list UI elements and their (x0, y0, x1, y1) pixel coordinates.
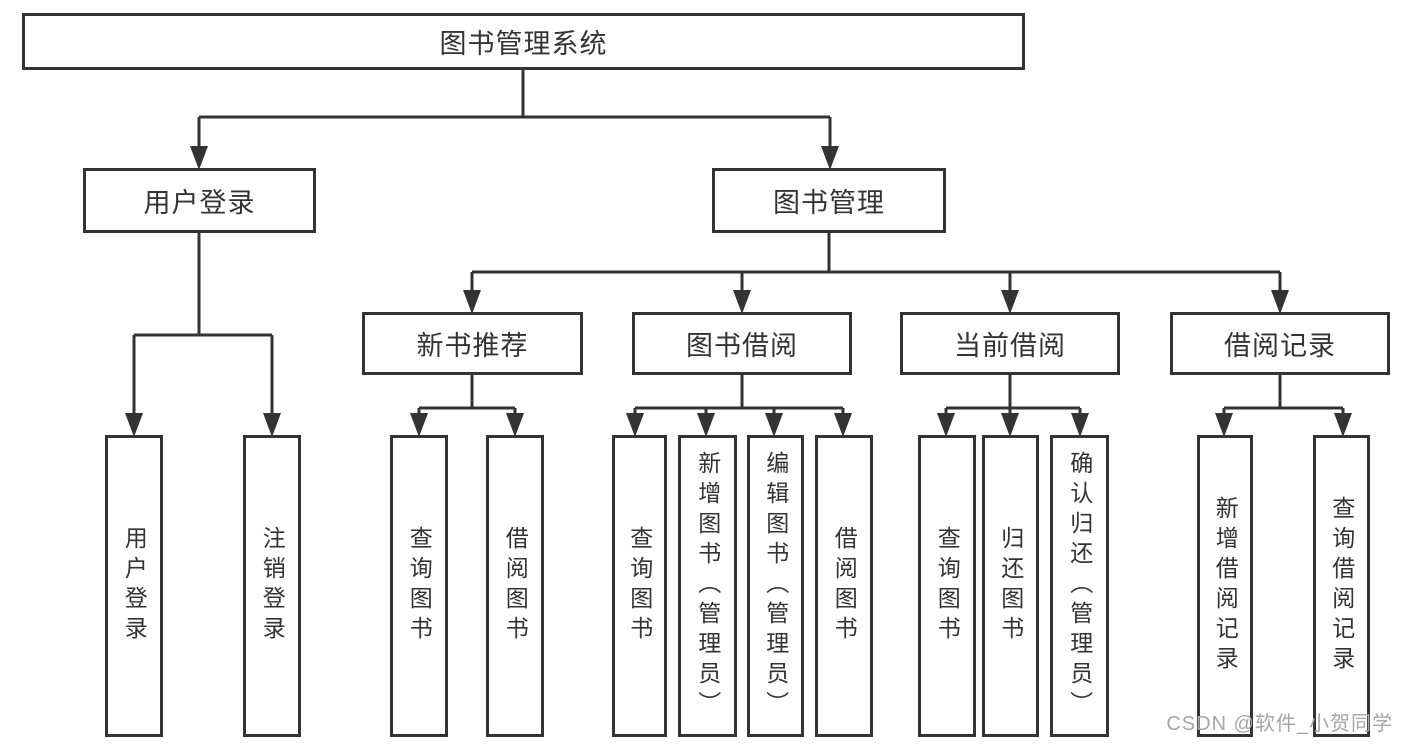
leaf-user-login-label: 用户登录 (121, 526, 148, 646)
edge-new-book-recommend (417, 375, 517, 425)
node-current-borrowing: 当前借阅 (900, 312, 1120, 375)
arrowhead (1071, 413, 1089, 437)
arrowhead (937, 413, 955, 437)
arrowhead (834, 413, 852, 437)
arrowhead (697, 413, 715, 437)
node-book-management: 图书管理 (712, 168, 946, 233)
node-book-borrowing-label: 图书借阅 (686, 331, 798, 361)
edge-book-management (470, 233, 1282, 300)
leaf-logout: 注销登录 (243, 435, 301, 737)
node-borrowing-records-label: 借阅记录 (1224, 331, 1336, 361)
leaf-query-books-current-label: 查询图书 (934, 526, 961, 646)
csdn-watermark: CSDN @软件_小贺同学 (1166, 713, 1393, 735)
leaf-add-books-admin-label: 新增图书（管理员） (694, 451, 721, 721)
leaf-query-books-current: 查询图书 (918, 435, 976, 737)
arrowhead (1001, 290, 1019, 314)
arrowhead (765, 413, 783, 437)
arrowhead (626, 413, 644, 437)
node-new-book-recommend: 新书推荐 (362, 312, 583, 375)
arrowhead (463, 290, 481, 314)
leaf-edit-books-admin: 编辑图书（管理员） (747, 435, 804, 737)
leaf-borrow-books-borrowing: 借阅图书 (815, 435, 873, 737)
leaf-query-books-recommend: 查询图书 (390, 435, 448, 737)
leaf-query-books-borrowing-label: 查询图书 (626, 526, 653, 646)
arrowhead (733, 290, 751, 314)
leaf-query-books-recommend-label: 查询图书 (406, 526, 433, 646)
edge-root (197, 70, 832, 155)
leaf-return-books: 归还图书 (982, 435, 1039, 737)
leaf-user-login: 用户登录 (105, 435, 163, 737)
leaf-add-borrow-record: 新增借阅记录 (1197, 435, 1253, 737)
arrowhead (1215, 413, 1233, 437)
arrowhead (821, 146, 839, 170)
leaf-edit-books-admin-label: 编辑图书（管理员） (762, 451, 789, 721)
leaf-query-books-borrowing: 查询图书 (612, 435, 667, 737)
arrowhead (1271, 290, 1289, 314)
edge-user-login (132, 233, 274, 425)
leaf-query-borrow-record: 查询借阅记录 (1313, 435, 1370, 737)
leaf-return-books-label: 归还图书 (997, 526, 1024, 646)
arrowhead (263, 413, 281, 437)
arrowhead (125, 413, 143, 437)
arrowhead (1334, 413, 1352, 437)
leaf-confirm-return-admin: 确认归还（管理员） (1050, 435, 1109, 737)
node-user-login-label: 用户登录 (143, 188, 256, 218)
node-library-system-label: 图书管理系统 (439, 29, 608, 59)
leaf-borrow-books-recommend: 借阅图书 (486, 435, 544, 737)
leaf-add-borrow-record-label: 新增借阅记录 (1212, 496, 1239, 676)
node-book-borrowing: 图书借阅 (632, 312, 852, 375)
node-book-management-label: 图书管理 (773, 188, 885, 218)
arrowhead (506, 413, 524, 437)
leaf-borrow-books-recommend-label: 借阅图书 (502, 526, 529, 646)
node-new-book-recommend-label: 新书推荐 (416, 331, 529, 361)
arrowhead (410, 413, 428, 437)
arrowhead (1001, 413, 1019, 437)
leaf-logout-label: 注销登录 (259, 526, 286, 646)
leaf-confirm-return-admin-label: 确认归还（管理员） (1066, 451, 1093, 721)
node-current-borrowing-label: 当前借阅 (954, 331, 1066, 361)
leaf-add-books-admin: 新增图书（管理员） (678, 435, 737, 737)
node-borrowing-records: 借阅记录 (1170, 312, 1390, 375)
edge-borrowing-records (1222, 375, 1345, 425)
edge-book-borrowing (633, 375, 845, 425)
node-library-system: 图书管理系统 (22, 13, 1025, 70)
arrowhead (190, 146, 208, 170)
leaf-query-borrow-record-label: 查询借阅记录 (1328, 496, 1355, 676)
leaf-borrow-books-borrowing-label: 借阅图书 (831, 526, 858, 646)
node-user-login: 用户登录 (83, 168, 316, 233)
